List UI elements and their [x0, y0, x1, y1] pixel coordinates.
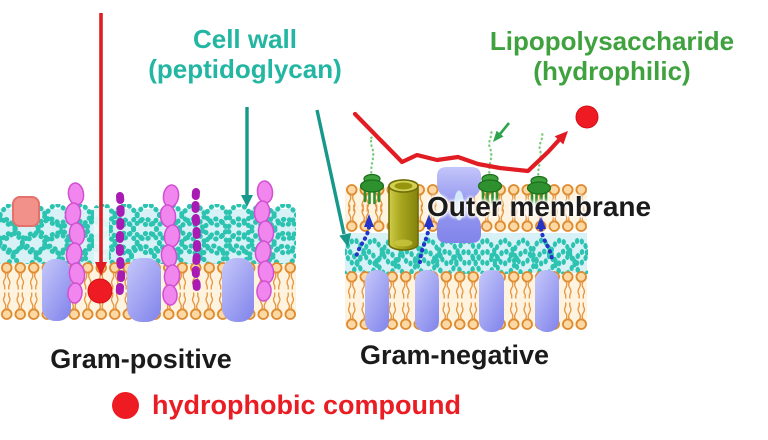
lps-label-line2: (hydrophilic) — [533, 56, 691, 86]
cell-wall-label-line1: Cell wall — [192, 24, 298, 54]
red-deflected-path — [352, 111, 568, 174]
inner-membrane-protein — [479, 270, 504, 332]
lps-anchors — [359, 173, 552, 207]
lipopolysaccharide-molecules — [359, 128, 552, 207]
gram-positive-label: Gram-positive — [50, 344, 232, 374]
teichoic-acid-chains — [64, 180, 275, 306]
cell-wall-label-line2: (peptidoglycan) — [148, 54, 342, 84]
teal-arrow-gram-positive — [241, 107, 253, 207]
membrane-protein — [222, 258, 254, 322]
membrane-protein — [42, 259, 71, 321]
lps-chain — [537, 131, 544, 181]
hydrophobic-compound-icon — [112, 392, 139, 419]
lipopolysaccharide-label: Lipopolysaccharide (hydrophilic) — [452, 26, 768, 86]
red-down-arrow — [95, 13, 107, 276]
legend: hydrophobic compound — [112, 390, 461, 421]
gram-positive-diagram — [0, 180, 296, 322]
hydrophobic-compound-circle-escaping — [575, 105, 599, 129]
porin-hourglass-protein — [437, 167, 481, 243]
surface-protein-square — [12, 196, 40, 227]
cell-wall-label: Cell wall (peptidoglycan) — [85, 24, 405, 84]
gram-negative-diagram — [345, 128, 594, 332]
teal-arrow-gram-negative — [315, 109, 352, 247]
inner-membrane-protein — [535, 270, 559, 332]
lipoprotein-chains — [354, 214, 554, 264]
lipoteichoic-acid-chains — [115, 188, 201, 298]
outer-membrane-label: Outer membrane — [427, 191, 652, 222]
annotation-arrows — [95, 13, 599, 276]
inner-membrane-protein — [365, 270, 389, 332]
legend-text: hydrophobic compound — [152, 390, 461, 420]
lps-chain — [369, 136, 375, 179]
lps-chain — [488, 128, 493, 179]
membrane-protein — [127, 258, 161, 322]
inner-membrane-protein — [415, 270, 439, 332]
green-arrow-to-lps — [493, 122, 511, 142]
hydrophobic-compound-circle — [87, 278, 113, 304]
lps-label-line1: Lipopolysaccharide — [489, 26, 735, 56]
membrane-channel-cylinder — [388, 179, 419, 251]
gram-negative-label: Gram-negative — [359, 340, 550, 370]
